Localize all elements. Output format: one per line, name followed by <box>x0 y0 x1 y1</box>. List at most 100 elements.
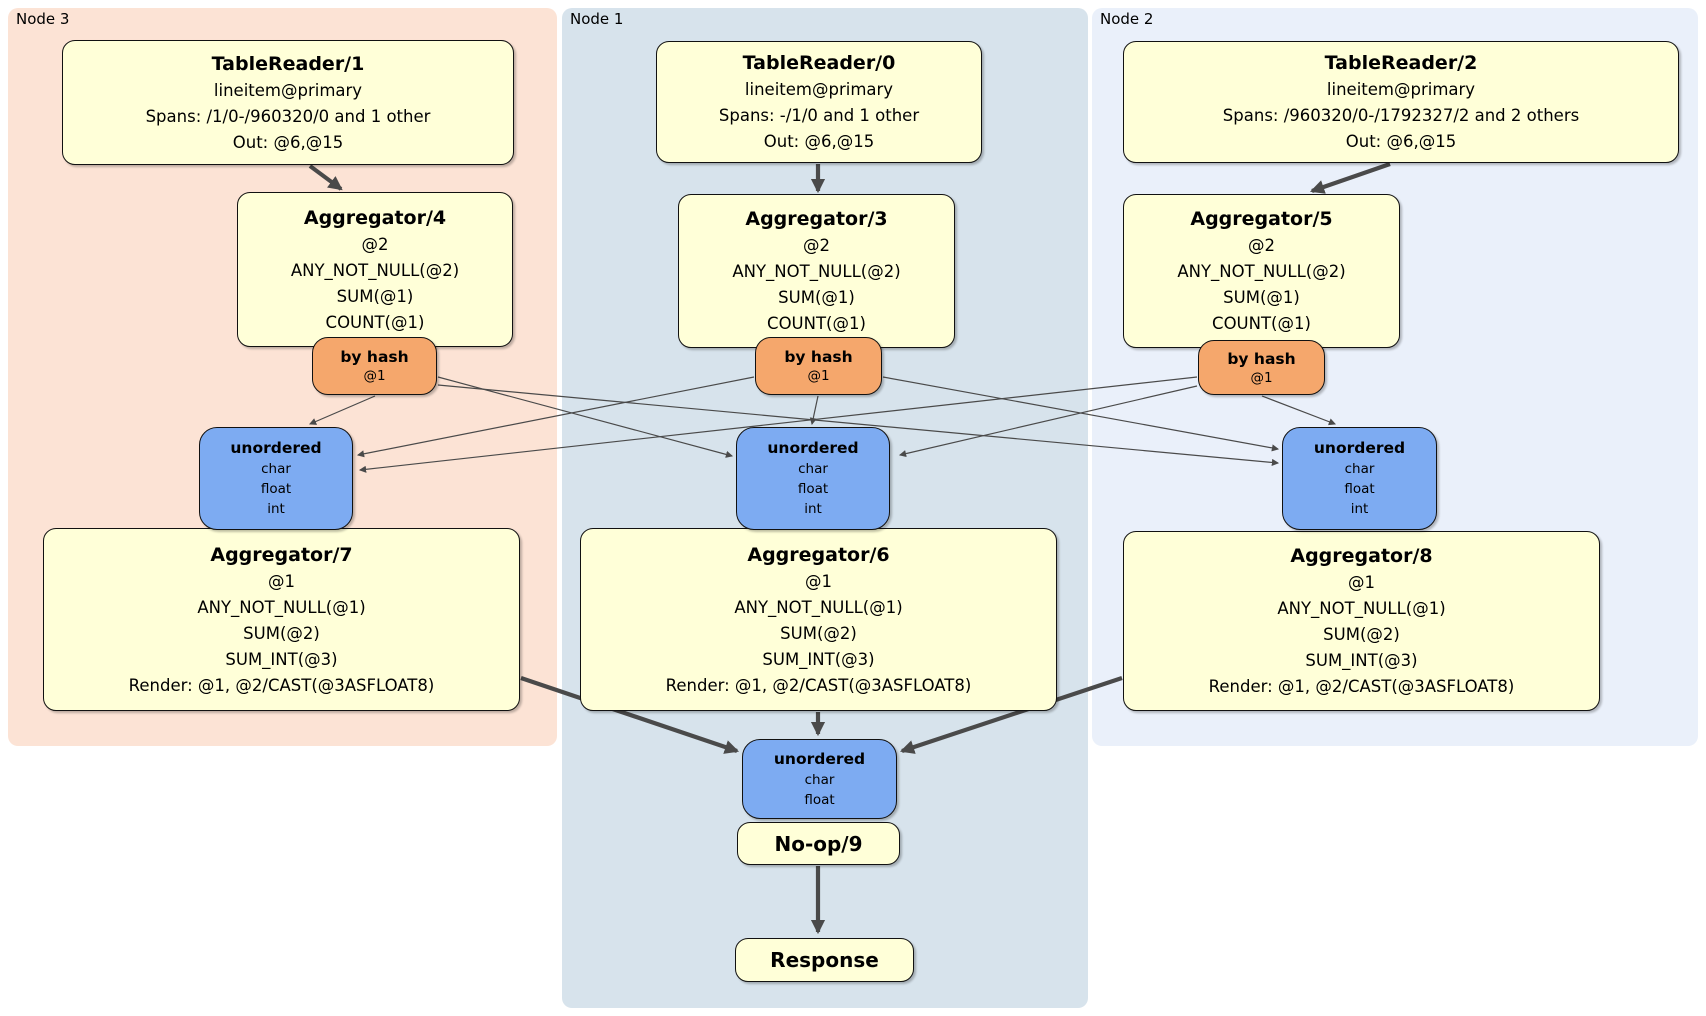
aggregator-6-title: Aggregator/6 <box>747 543 890 566</box>
aggregator-5-line: COUNT(@1) <box>1212 314 1311 333</box>
by-hash-detail: @1 <box>363 368 386 384</box>
by-hash-router-node3-box: by hash @1 <box>312 337 437 395</box>
unordered-stream-node2-box: unordered char float int <box>1282 427 1437 530</box>
edge-thin <box>358 376 1198 473</box>
stream-type: float <box>260 481 292 497</box>
panel-label-node1: Node 1 <box>570 10 624 28</box>
stream-type: char <box>261 461 291 477</box>
unordered-label: unordered <box>230 439 322 457</box>
tablereader-0-title: TableReader/0 <box>742 52 896 74</box>
edge-thin <box>356 376 755 458</box>
edge-thick <box>1309 162 1391 194</box>
stream-type: float <box>797 481 829 497</box>
tablereader-1-line: Spans: /1/0-/960320/0 and 1 other <box>145 106 431 126</box>
tablereader-1-title: TableReader/1 <box>211 52 365 75</box>
stream-type: char <box>1344 461 1375 477</box>
aggregator-8-line: SUM(@2) <box>1323 625 1400 644</box>
unordered-stream-node1-box: unordered char float int <box>736 427 890 530</box>
aggregator-8-title: Aggregator/8 <box>1290 545 1433 567</box>
aggregator-8-line: ANY_NOT_NULL(@1) <box>1277 599 1446 618</box>
aggregator-4-line: COUNT(@1) <box>325 312 425 332</box>
aggregator-5-line: ANY_NOT_NULL(@2) <box>1177 262 1346 281</box>
tablereader-0-line: Spans: -/1/0 and 1 other <box>718 106 920 125</box>
edge-thin <box>898 385 1198 458</box>
stream-type: char <box>798 461 828 477</box>
edge-thick <box>520 676 740 754</box>
aggregator-4-line: SUM(@1) <box>336 286 414 306</box>
stream-type: int <box>1350 501 1369 517</box>
response-title: Response <box>770 948 879 972</box>
stream-type: float <box>804 791 835 808</box>
by-hash-detail: @1 <box>807 368 830 384</box>
aggregator-5-line: @2 <box>1248 236 1275 255</box>
aggregator-7-line: Render: @1, @2/CAST(@3ASFLOAT8) <box>128 675 435 695</box>
noop-box: No-op/9 <box>737 822 900 865</box>
tablereader-1-line: Out: @6,@15 <box>232 132 344 152</box>
edge-thin <box>437 376 734 458</box>
aggregator-6-line: @1 <box>805 571 832 591</box>
aggregator-3-line: ANY_NOT_NULL(@2) <box>732 262 901 281</box>
by-hash-router-node2-box: by hash@1 <box>1198 340 1325 395</box>
tablereader-2-line: Spans: /960320/0-/1792327/2 and 2 others <box>1222 106 1580 125</box>
aggregator-4-title: Aggregator/4 <box>303 206 447 229</box>
aggregator-7-line: @1 <box>268 571 295 591</box>
aggregator-6-line: Render: @1, @2/CAST(@3ASFLOAT8) <box>665 675 972 695</box>
aggregator-5-title: Aggregator/5 <box>1190 208 1333 230</box>
aggregator-8-line: Render: @1, @2/CAST(@3ASFLOAT8) <box>1208 677 1515 696</box>
by-hash-label: by hash <box>340 348 409 366</box>
by-hash-detail: @1 <box>1250 369 1273 386</box>
edge-thin <box>309 395 376 425</box>
unordered-label: unordered <box>773 749 866 768</box>
by-hash-router-node1-box: by hash @1 <box>755 337 882 395</box>
panel-label-node2: Node 2 <box>1100 10 1154 28</box>
aggregator-6-line: ANY_NOT_NULL(@1) <box>734 597 903 617</box>
tablereader-2-line: Out: @6,@15 <box>1345 132 1457 151</box>
aggregator-8-line: SUM_INT(@3) <box>1305 651 1418 670</box>
edge-thin <box>437 384 1280 467</box>
unordered-label: unordered <box>1313 439 1406 457</box>
edge-thin <box>1261 395 1337 426</box>
tablereader-2-title: TableReader/2 <box>1324 52 1478 74</box>
aggregator-6-line: SUM(@2) <box>780 623 857 643</box>
aggregator-7-title: Aggregator/7 <box>210 543 353 566</box>
unordered-label: unordered <box>767 439 859 457</box>
edge-thick <box>308 164 343 191</box>
aggregator-3-title: Aggregator/3 <box>745 208 888 230</box>
aggregator-7-line: SUM_INT(@3) <box>225 649 338 669</box>
tablereader-0-line: lineitem@primary <box>744 80 894 99</box>
edge-thick <box>899 676 1123 754</box>
aggregator-3-line: COUNT(@1) <box>767 314 866 333</box>
tablereader-2-line: lineitem@primary <box>1326 80 1476 99</box>
aggregator-3-line: @2 <box>803 236 830 255</box>
by-hash-label: by hash <box>784 348 853 366</box>
final-unordered-stream-box: unordered char float <box>742 739 897 819</box>
aggregator-3-line: SUM(@1) <box>778 288 855 307</box>
aggregator-4-line: ANY_NOT_NULL(@2) <box>290 260 460 280</box>
by-hash-label: by hash <box>1227 349 1296 368</box>
panel-label-node3: Node 3 <box>16 10 70 28</box>
stream-type: int <box>804 501 822 517</box>
aggregator-7-line: SUM(@2) <box>243 623 320 643</box>
stream-type: float <box>1344 481 1375 497</box>
stream-type: int <box>267 501 285 517</box>
aggregator-8-line: @1 <box>1348 573 1375 592</box>
stream-type: char <box>804 771 835 788</box>
aggregator-7-line: ANY_NOT_NULL(@1) <box>197 597 366 617</box>
noop-title: No-op/9 <box>774 831 863 856</box>
unordered-stream-node3-box: unordered char float int <box>199 427 353 530</box>
aggregator-4-line: @2 <box>361 234 389 254</box>
tablereader-0-line: Out: @6,@15 <box>763 132 875 151</box>
aggregator-5-line: SUM(@1) <box>1223 288 1300 307</box>
response-box: Response <box>735 938 914 982</box>
